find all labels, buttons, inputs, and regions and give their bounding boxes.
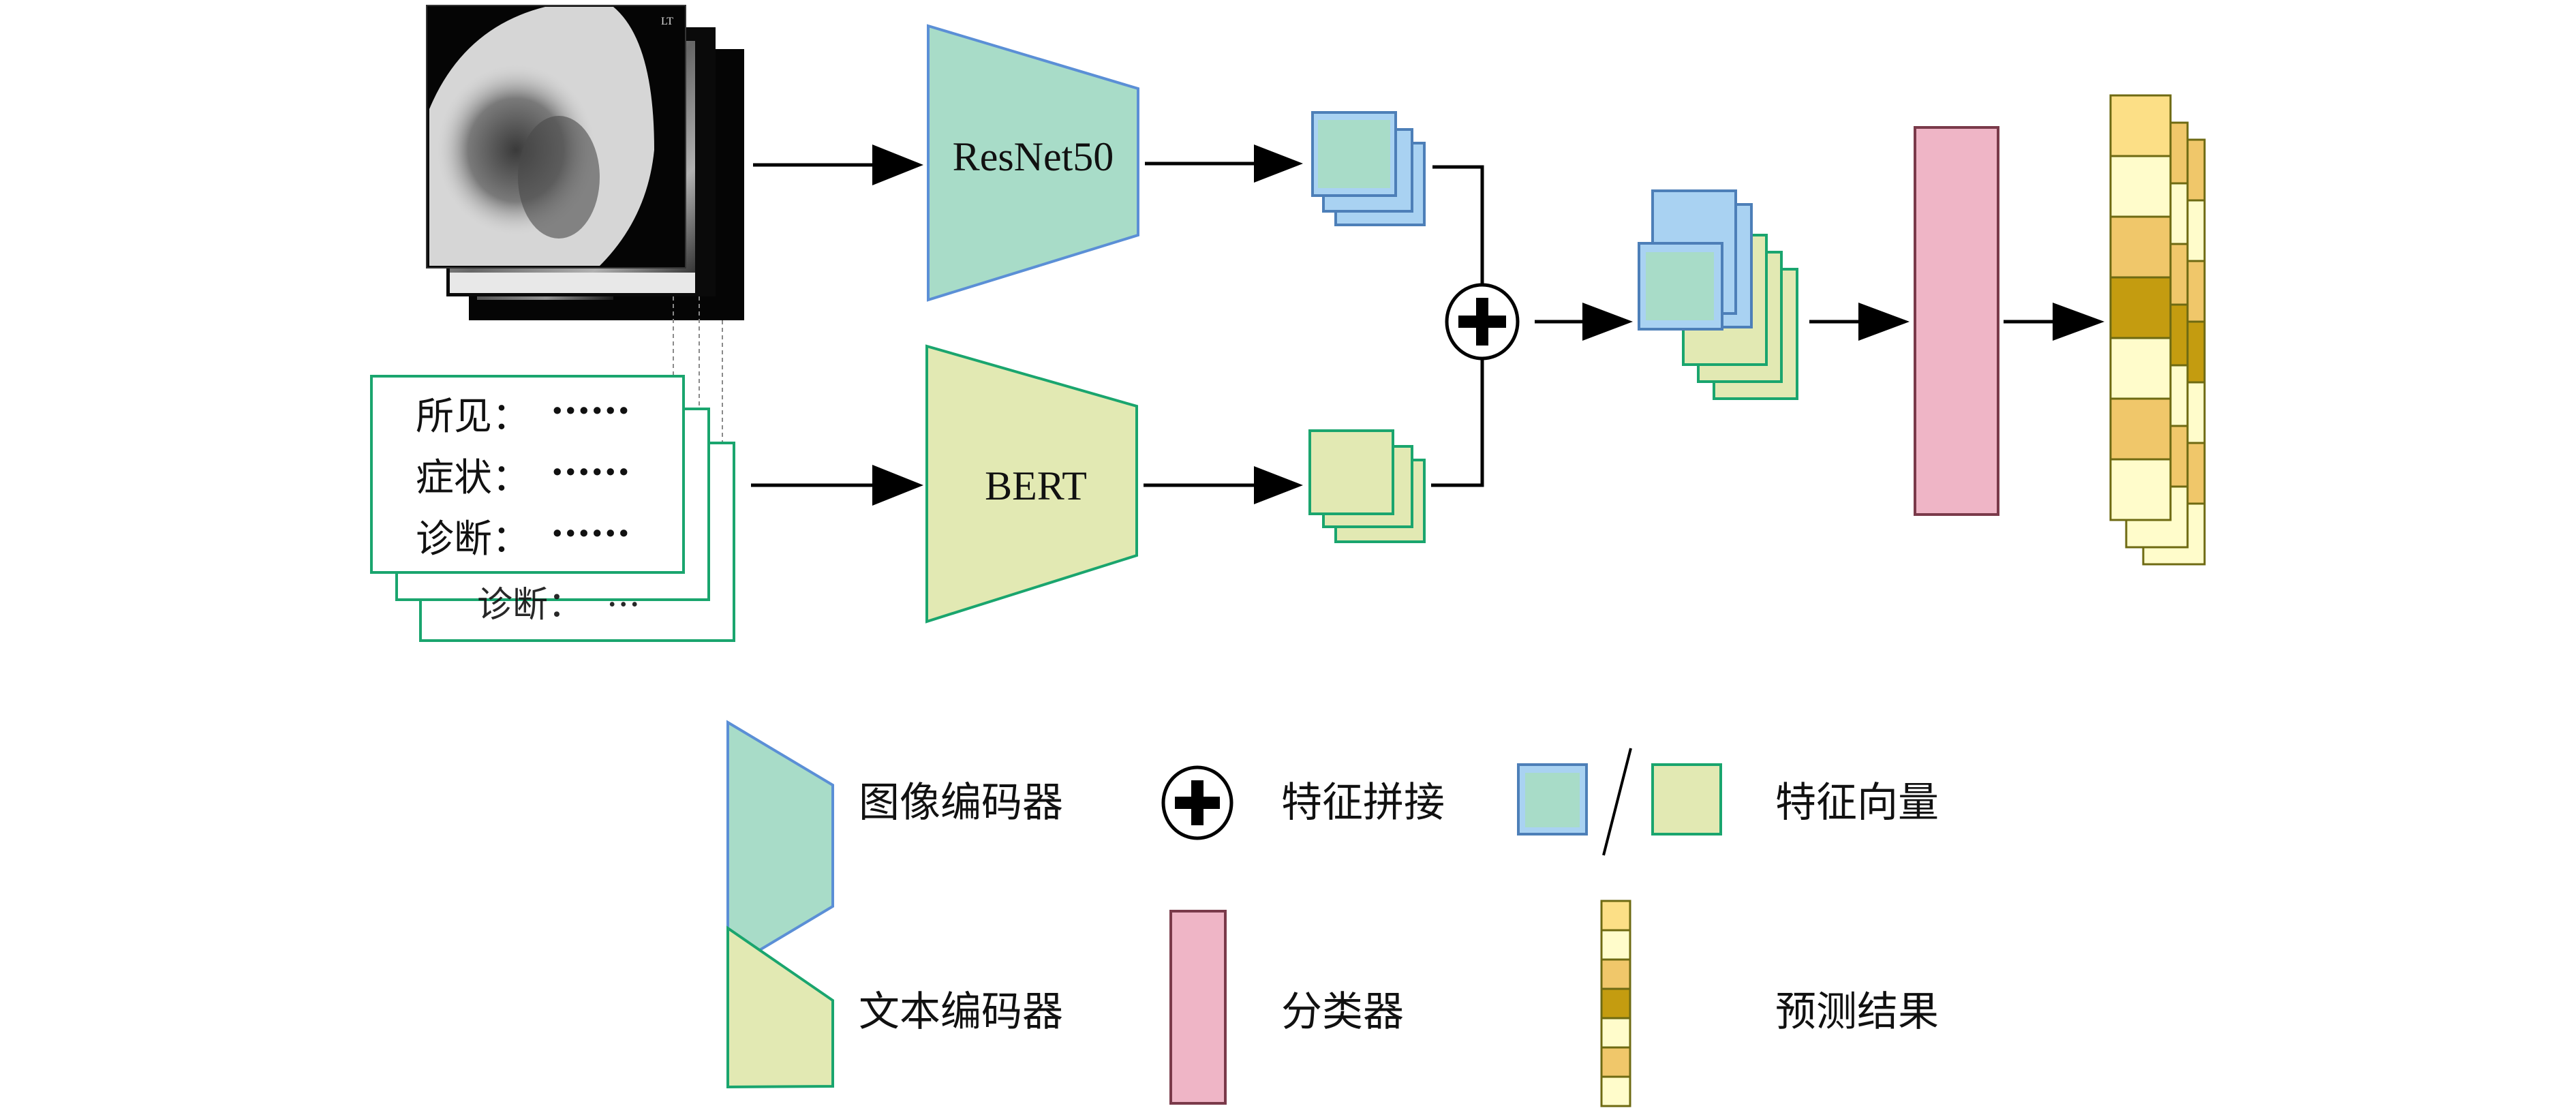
- report-lines: 所见： ······ 症状： ······ 诊断： ······: [416, 388, 630, 562]
- report-document-stack: 诊断： ··· 所见： ······ 症状： ······ 诊断： ······: [370, 375, 735, 642]
- prediction-legend-segment: [1600, 1017, 1631, 1049]
- text-encoder-legend-icon: [726, 925, 834, 1089]
- report-line-diagnosis-dots: ······: [551, 511, 630, 556]
- legend-item-concat: 特征拼接: [1161, 765, 1445, 840]
- legend-item-image-encoder: 图像编码器: [726, 720, 1063, 972]
- report-hidden-line-dots: ···: [607, 585, 641, 626]
- report-hidden-line-label: 诊断：: [477, 585, 583, 626]
- xray-image-front: LT: [426, 5, 686, 269]
- prediction-stack: [2109, 94, 2206, 566]
- legend-item-prediction: 预测结果: [1600, 900, 1939, 1107]
- report-line-symptoms-dots: ······: [551, 450, 630, 495]
- prediction-legend-segment: [1600, 987, 1631, 1020]
- arrow-fused-to-classifier: [1809, 303, 1910, 341]
- prediction-legend-segment: [1600, 929, 1631, 961]
- text-feature-stack: [1308, 429, 1426, 543]
- prediction-segment: [2109, 276, 2172, 339]
- text-feature-legend-icon: [1651, 763, 1722, 836]
- stack-guide-lines: [673, 296, 723, 443]
- xray-marker: LT: [661, 16, 673, 27]
- legend-label-prediction: 预测结果: [1775, 988, 1939, 1036]
- classifier-block: [1914, 126, 1999, 516]
- legend-label-feature-vector: 特征向量: [1775, 779, 1939, 827]
- bert-label: BERT: [985, 463, 1087, 508]
- legend-item-feature-vector: 特征向量: [1517, 748, 1939, 856]
- legend-item-classifier: 分类器: [1169, 910, 1404, 1105]
- arrow-resnet-to-image-features: [1145, 144, 1303, 183]
- report-line-diagnosis-label: 诊断：: [416, 517, 530, 562]
- legend-label-text-encoder: 文本编码器: [859, 988, 1063, 1036]
- arrow-bert-to-text-features: [1144, 466, 1303, 504]
- legend-label-classifier: 分类器: [1281, 988, 1404, 1036]
- prediction-segment: [2109, 215, 2172, 279]
- report-line-findings-dots: ······: [551, 388, 630, 433]
- arrow-classifier-to-prediction: [2004, 303, 2104, 341]
- prediction-legend-segment: [1600, 958, 1631, 990]
- prediction-legend-segment: [1600, 1075, 1631, 1107]
- legend-label-concat: 特征拼接: [1281, 779, 1445, 827]
- concat-connectors: [1431, 165, 1484, 487]
- legend-item-text-encoder: 文本编码器: [726, 925, 1063, 1089]
- fused-feature-stack: [1638, 189, 1798, 400]
- arrow-report-to-bert: [751, 465, 923, 506]
- prediction-legend-segment: [1600, 900, 1631, 932]
- text-encoder-bert: BERT: [925, 344, 1138, 624]
- xray-image-stack: LT: [426, 5, 744, 443]
- concat-plus-operator: [1445, 283, 1520, 361]
- legend-label-image-encoder: 图像编码器: [859, 779, 1063, 827]
- plus-icon-horizontal: [1458, 316, 1506, 328]
- report-line-symptoms-label: 症状：: [416, 456, 530, 500]
- prediction-legend-icon: [1600, 900, 1631, 1107]
- arrow-plus-to-fused-features: [1535, 303, 1633, 341]
- prediction-legend-segment: [1600, 1046, 1631, 1078]
- arrow-image-to-resnet: [753, 144, 923, 185]
- image-feature-stack: [1311, 111, 1426, 226]
- legend: 图像编码器 特征拼接 特征向量 文本编码器 分类器 预测结果: [726, 720, 1939, 1107]
- image-encoder-legend-icon: [726, 720, 834, 972]
- prediction-segment: [2109, 397, 2172, 461]
- image-encoder-resnet50: ResNet50: [927, 24, 1139, 302]
- prediction-segment: [2109, 458, 2172, 521]
- report-line-findings-label: 所见：: [416, 395, 530, 439]
- prediction-segment: [2109, 337, 2172, 400]
- resnet50-label: ResNet50: [953, 134, 1114, 179]
- legend-slash: [1602, 748, 1632, 856]
- classifier-legend-icon: [1169, 910, 1227, 1105]
- prediction-segment: [2109, 155, 2172, 218]
- report-page-front: [370, 375, 685, 574]
- prediction-segment: [2109, 94, 2172, 157]
